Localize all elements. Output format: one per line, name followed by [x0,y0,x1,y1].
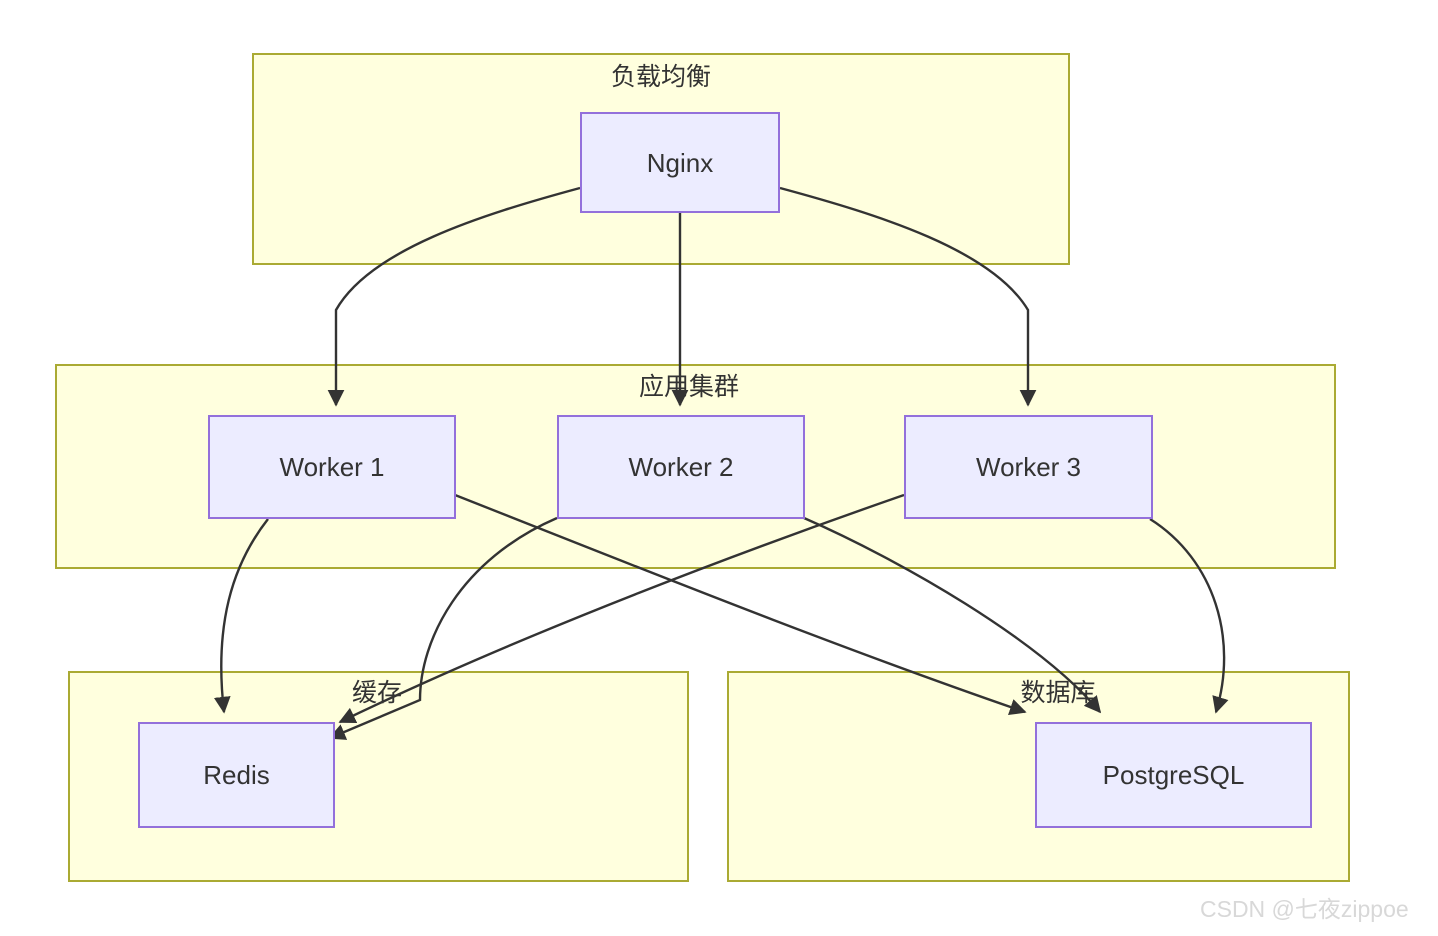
watermark: CSDN @七夜zippoe [1200,896,1409,922]
node-label-worker1: Worker 1 [279,452,385,482]
node-redis[interactable]: Redis [138,722,335,828]
node-nginx[interactable]: Nginx [580,112,780,213]
cluster-label-app-cluster: 应用集群 [638,373,740,401]
node-label-redis: Redis [203,760,270,790]
node-label-nginx: Nginx [646,147,714,178]
node-postgresql[interactable]: PostgreSQL [1035,722,1312,828]
cluster-label-cache: 缓存 [351,679,403,707]
cluster-label-load-balancer: 负载均衡 [610,63,712,91]
node-label-worker2: Worker 2 [628,452,734,482]
node-label-postgresql: PostgreSQL [1102,760,1245,790]
node-worker2[interactable]: Worker 2 [557,415,805,519]
node-worker1[interactable]: Worker 1 [208,415,456,519]
node-label-worker3: Worker 3 [976,452,1081,482]
node-worker3[interactable]: Worker 3 [904,415,1153,519]
cluster-label-database: 数据库 [1020,679,1096,707]
